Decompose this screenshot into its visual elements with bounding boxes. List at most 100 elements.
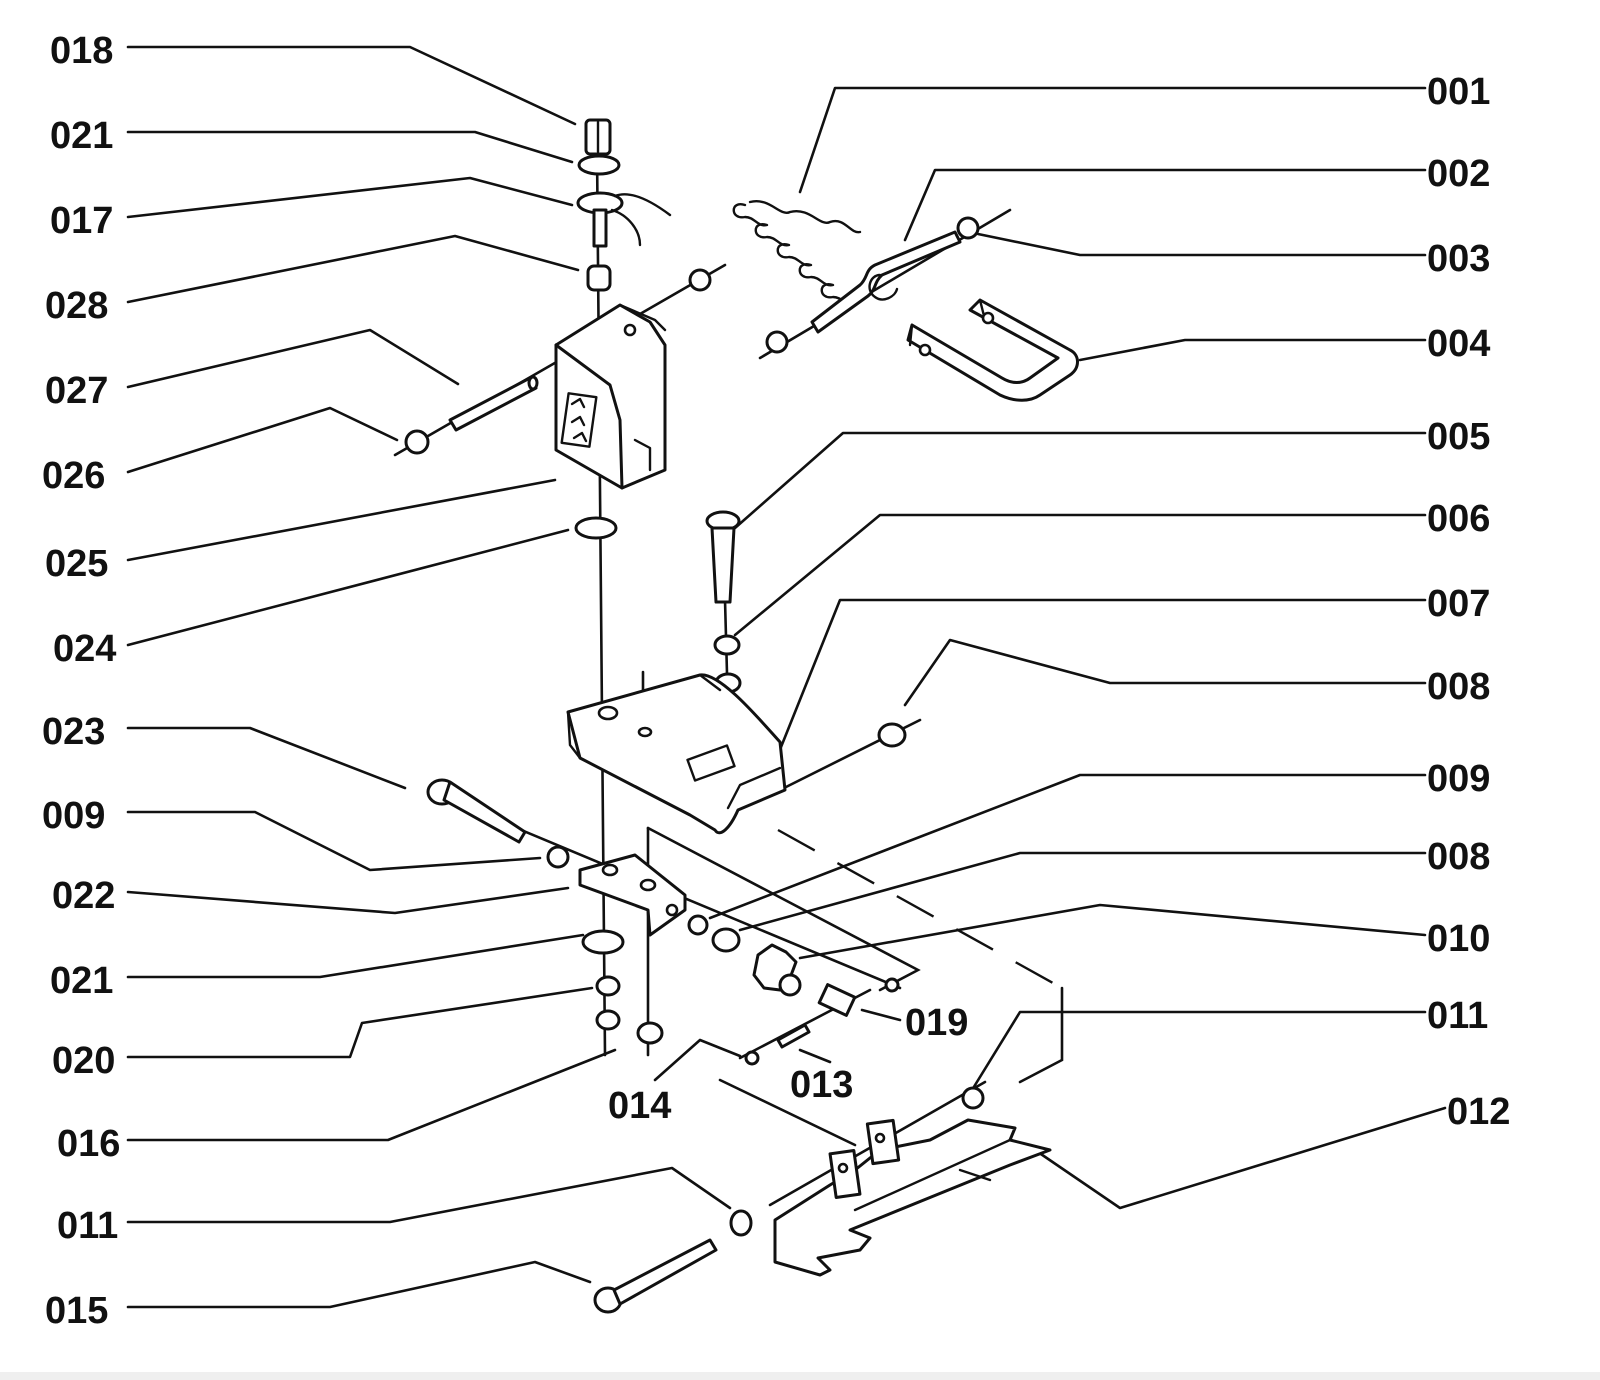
label-005: 005 — [1427, 416, 1490, 458]
part-washer-009a — [687, 914, 709, 936]
label-011b: 011 — [57, 1205, 118, 1247]
leader-009b — [126, 810, 542, 872]
leader-016 — [126, 1048, 617, 1142]
bottom-edge-band — [0, 1372, 1600, 1380]
leader-009a — [708, 773, 1427, 920]
leader-002 — [903, 168, 1427, 242]
part-bracket-025 — [554, 303, 667, 490]
leader-024 — [126, 528, 570, 647]
part-washer-006 — [713, 634, 741, 656]
label-017: 017 — [50, 200, 113, 242]
leader-018 — [126, 45, 577, 126]
label-022: 022 — [52, 875, 115, 917]
leader-014 — [653, 1038, 742, 1082]
leader-005 — [733, 431, 1427, 530]
leader-lines — [126, 45, 1447, 1309]
part-pivot-block-a — [865, 1118, 901, 1166]
leader-011a — [970, 1010, 1427, 1092]
part-nut-008a — [877, 722, 907, 748]
axis-dashed-end — [1018, 986, 1064, 1084]
leader-011b — [126, 1166, 732, 1224]
part-bolt-018 — [584, 118, 612, 156]
leader-022 — [126, 886, 570, 915]
leader-004 — [1078, 338, 1427, 362]
leader-017 — [126, 176, 574, 219]
part-bracket-012 — [773, 1118, 1052, 1277]
part-knob-010 — [752, 943, 802, 997]
leader-007 — [773, 598, 1427, 764]
label-026: 026 — [42, 455, 105, 497]
leader-023 — [126, 726, 407, 790]
part-spring-clip-017 — [576, 191, 672, 248]
label-016: 016 — [57, 1123, 120, 1165]
label-003: 003 — [1427, 238, 1490, 280]
leader-008b — [738, 851, 1427, 932]
label-006: 006 — [1427, 498, 1490, 540]
part-bolt-015 — [593, 1238, 718, 1314]
part-bolt-005 — [705, 510, 741, 604]
label-008b: 008 — [1427, 836, 1490, 878]
leader-012 — [1033, 1106, 1447, 1210]
parts — [404, 118, 1079, 1314]
label-013: 013 — [790, 1064, 853, 1106]
leader-021a — [126, 130, 574, 164]
part-nut-008b — [711, 927, 741, 953]
label-007: 007 — [1427, 583, 1490, 625]
leader-020 — [126, 986, 594, 1059]
part-washer-009b — [546, 845, 570, 869]
part-clip-pin-end — [688, 268, 712, 292]
leader-006 — [733, 513, 1427, 637]
part-clip-026 — [404, 429, 430, 455]
leader-001 — [798, 86, 1427, 194]
label-018: 018 — [50, 30, 113, 72]
part-nut-016 — [636, 1021, 664, 1045]
part-housing-007 — [566, 673, 787, 835]
part-clip-011b — [729, 1209, 753, 1237]
label-002: 002 — [1427, 153, 1490, 195]
label-015: 015 — [45, 1290, 108, 1332]
leader-025 — [126, 478, 557, 562]
part-labels: 001 002 003 004 005 006 007 008 009 008 … — [42, 30, 1510, 1332]
label-009a: 009 — [1427, 758, 1490, 800]
part-bushing-028 — [586, 264, 612, 292]
leader-027 — [126, 328, 460, 389]
axis-vertical-main — [595, 148, 607, 1057]
part-washer-024 — [574, 516, 618, 540]
part-pin-027 — [448, 375, 539, 432]
part-clip-003 — [956, 216, 980, 240]
part-pivot-block-b — [828, 1149, 862, 1199]
leader-008a — [903, 638, 1427, 707]
label-021a: 021 — [50, 115, 113, 157]
part-nut-020a — [595, 975, 621, 997]
part-washer-021b — [581, 929, 625, 955]
label-011a: 011 — [1427, 995, 1488, 1037]
label-024: 024 — [53, 628, 116, 670]
label-014: 014 — [608, 1085, 671, 1127]
part-fitting-019 — [817, 977, 900, 1017]
axis-pivot — [718, 1078, 857, 1147]
label-019: 019 — [905, 1002, 968, 1044]
part-rod-002 — [810, 230, 962, 334]
part-plate-022 — [578, 853, 687, 937]
part-pin-013 — [776, 1023, 811, 1049]
part-bushing-014 — [744, 1050, 760, 1066]
label-021b: 021 — [50, 960, 113, 1002]
leader-010 — [798, 903, 1427, 960]
leader-019 — [860, 1008, 902, 1022]
label-009b: 009 — [42, 795, 105, 837]
label-023: 023 — [42, 711, 105, 753]
label-012: 012 — [1447, 1091, 1510, 1133]
part-bolt-023 — [426, 778, 527, 844]
label-020: 020 — [52, 1040, 115, 1082]
part-spring-001 — [732, 200, 862, 307]
leader-021b — [126, 933, 585, 979]
part-clip-003b — [765, 330, 789, 354]
leader-015 — [126, 1260, 592, 1309]
label-025: 025 — [45, 543, 108, 585]
leader-026 — [126, 406, 399, 474]
part-washer-021a — [577, 154, 621, 176]
label-028: 028 — [45, 285, 108, 327]
leader-013 — [798, 1048, 832, 1064]
